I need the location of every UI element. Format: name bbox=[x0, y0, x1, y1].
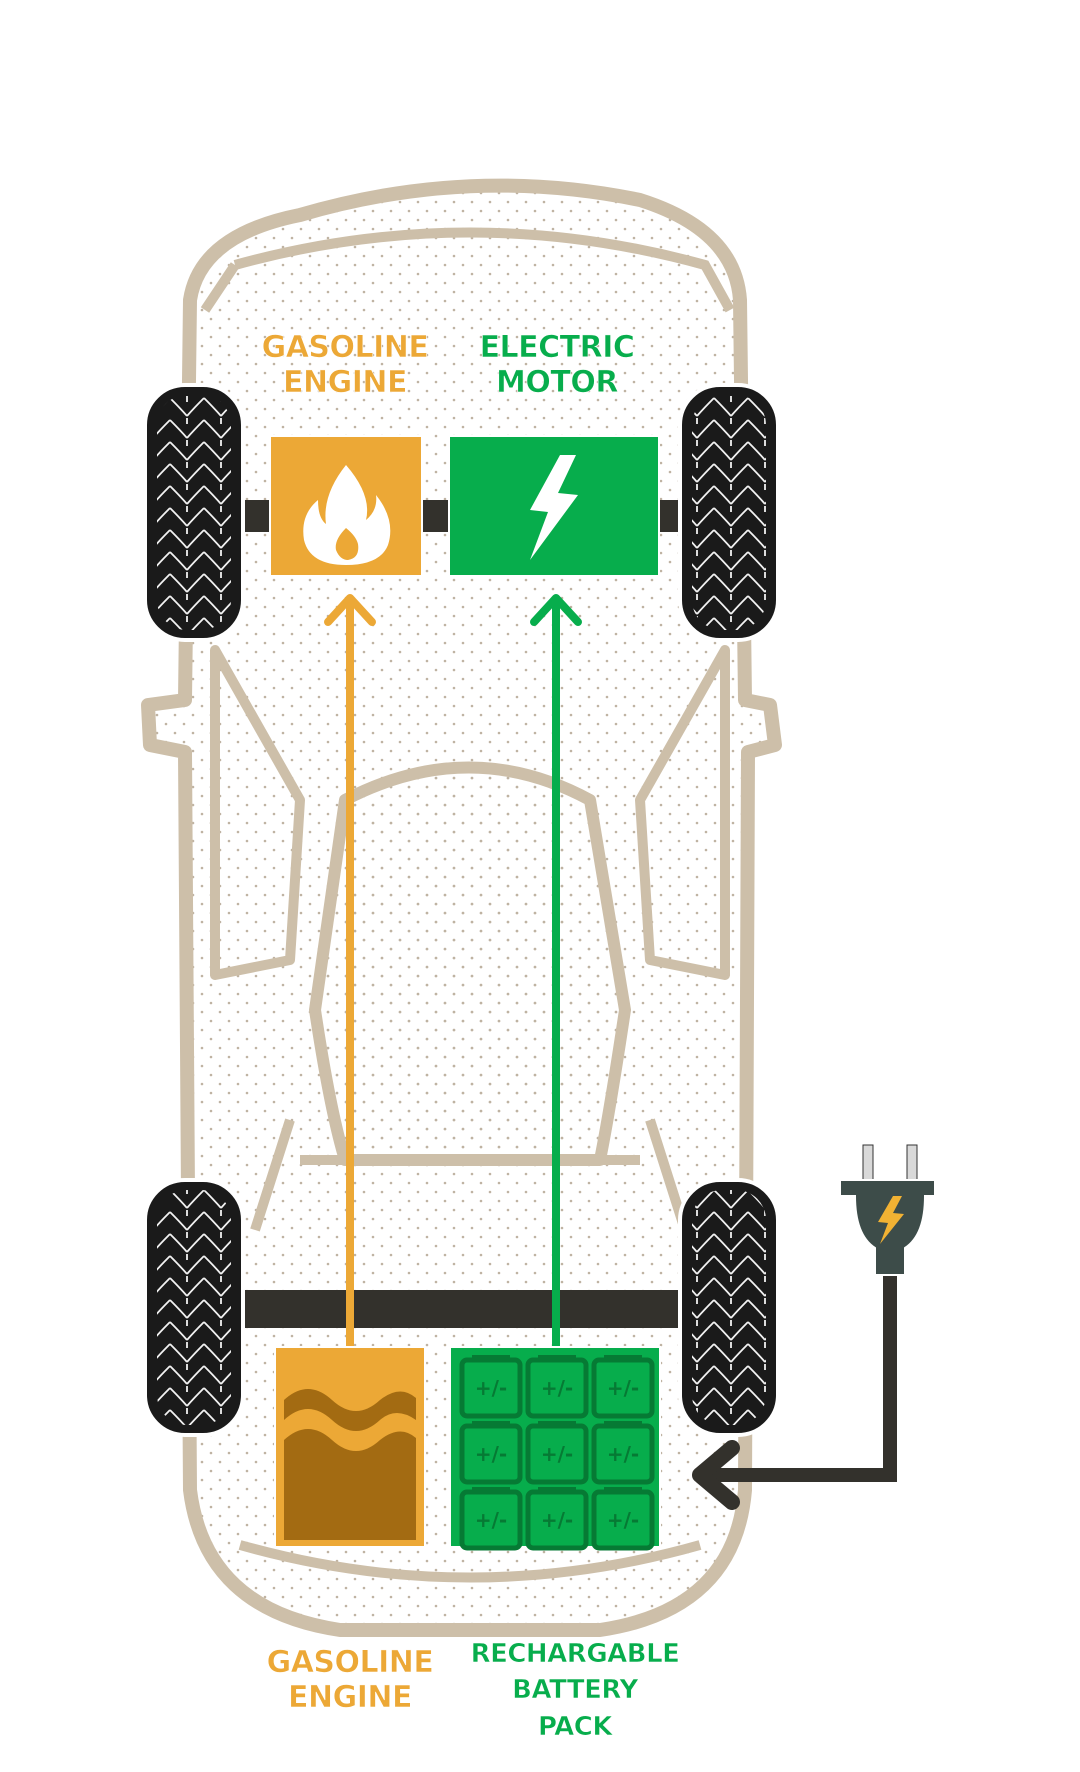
battery-cell-label: +/- bbox=[541, 1442, 573, 1466]
battery-pack: +/- +/- +/- +/- +/- +/- +/- +/- +/- bbox=[449, 1346, 661, 1551]
battery-cell-label: +/- bbox=[475, 1376, 507, 1400]
wheel bbox=[143, 383, 245, 642]
battery-cell-label: +/- bbox=[475, 1508, 507, 1532]
label-line: MOTOR bbox=[496, 365, 619, 401]
battery-cell: +/- bbox=[459, 1421, 523, 1485]
battery-cell-label: +/- bbox=[607, 1442, 639, 1466]
label-line: PACK bbox=[537, 1711, 613, 1742]
label-rechargable-battery-pack: RECHARGABLE BATTERY PACK bbox=[445, 1636, 705, 1745]
battery-cell: +/- bbox=[591, 1487, 655, 1551]
wheel bbox=[143, 1178, 245, 1437]
battery-cell-label: +/- bbox=[607, 1376, 639, 1400]
label-electric-motor: ELECTRIC MOTOR bbox=[452, 330, 662, 401]
battery-cell: +/- bbox=[525, 1487, 589, 1551]
fuel-tank bbox=[274, 1346, 426, 1548]
label-line: BATTERY bbox=[512, 1675, 639, 1706]
label-line: RECHARGABLE bbox=[470, 1639, 680, 1670]
label-line: GASOLINE bbox=[266, 1645, 434, 1681]
flame-icon bbox=[303, 465, 391, 565]
battery-cell-label: +/- bbox=[541, 1508, 573, 1532]
battery-cell: +/- bbox=[591, 1421, 655, 1485]
battery-cell: +/- bbox=[525, 1421, 589, 1485]
lightning-bolt-icon bbox=[530, 455, 578, 560]
battery-cell: +/- bbox=[459, 1487, 523, 1551]
label-line: GASOLINE bbox=[261, 330, 429, 366]
label-line: ELECTRIC bbox=[479, 330, 635, 366]
battery-cell-label: +/- bbox=[475, 1442, 507, 1466]
trunk-line bbox=[238, 1540, 702, 1583]
electric-motor-box bbox=[448, 435, 660, 577]
wheel bbox=[678, 1178, 780, 1437]
battery-cell-label: +/- bbox=[607, 1508, 639, 1532]
fuel-wave-icon bbox=[284, 1389, 416, 1431]
label-line: ENGINE bbox=[288, 1680, 413, 1716]
wheel bbox=[678, 383, 780, 642]
cabin-roof bbox=[309, 761, 631, 1166]
windshield-frame bbox=[210, 645, 730, 980]
label-line: ENGINE bbox=[283, 365, 408, 401]
battery-cells: +/- +/- +/- +/- +/- +/- +/- +/- +/- bbox=[459, 1355, 655, 1551]
charging-cable bbox=[692, 1275, 897, 1510]
plug-bolt-icon bbox=[878, 1196, 904, 1244]
front-gasoline-engine-box bbox=[269, 435, 423, 577]
electric-flow-arrow bbox=[530, 594, 582, 1350]
battery-cell: +/- bbox=[459, 1355, 523, 1419]
label-front-gasoline-engine: GASOLINE ENGINE bbox=[245, 330, 445, 401]
battery-cell: +/- bbox=[525, 1355, 589, 1419]
battery-cell-label: +/- bbox=[541, 1376, 573, 1400]
label-bottom-gasoline-engine: GASOLINE ENGINE bbox=[245, 1645, 455, 1716]
plug-icon bbox=[839, 1144, 936, 1276]
battery-cell: +/- bbox=[591, 1355, 655, 1419]
gasoline-flow-arrow bbox=[324, 594, 376, 1350]
hood-line bbox=[200, 227, 735, 313]
rear-axle bbox=[210, 1290, 730, 1328]
cable-arrowhead bbox=[692, 1440, 740, 1510]
wheels bbox=[143, 383, 780, 1437]
